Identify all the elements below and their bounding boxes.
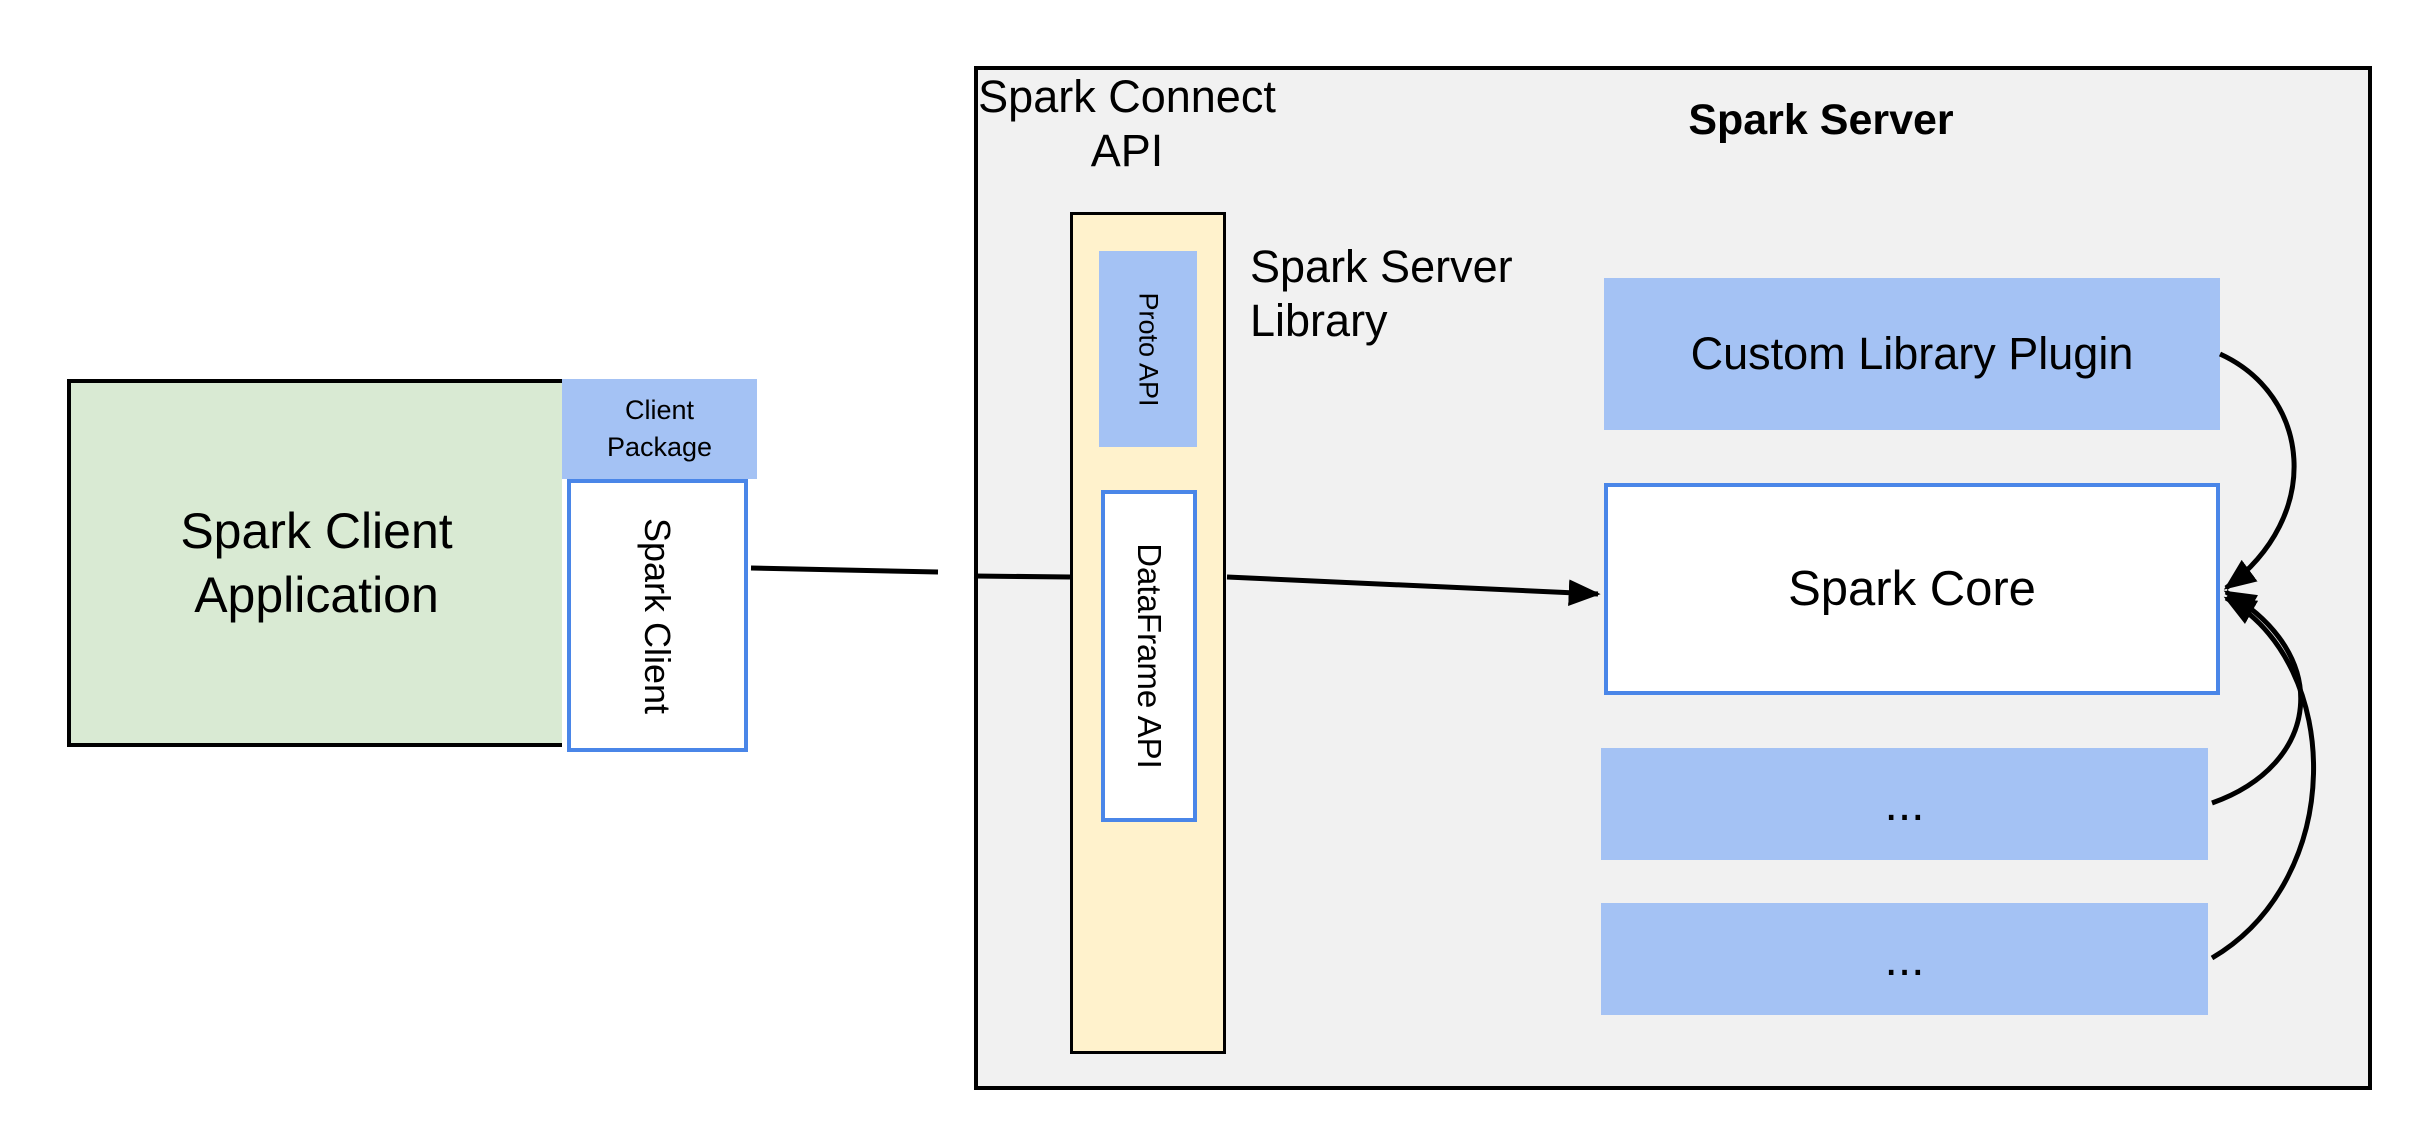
spark-server-library-label: Spark Server Library <box>1250 240 1670 348</box>
spark-connect-api-title-line1: Spark Connect <box>978 71 1276 122</box>
spark-client-box: Spark Client <box>567 479 748 752</box>
client-package-label-line2: Package <box>606 432 713 462</box>
spark-connect-api-title: Spark Connect API <box>952 70 1302 178</box>
spark-client-application-box: Spark Client Application <box>67 379 562 747</box>
proto-api-label: Proto API <box>1133 291 1164 407</box>
custom-library-plugin-box: Custom Library Plugin <box>1604 278 2220 430</box>
spark-core-label: Spark Core <box>1788 562 2036 616</box>
client-package-label-line1: Client <box>624 395 695 425</box>
dataframe-api-label: DataFrame API <box>1131 543 1168 769</box>
spark-server-library-label-line1: Spark Server <box>1250 241 1513 292</box>
spark-client-application-label-line1: Spark Client <box>180 503 453 559</box>
dataframe-api-box: DataFrame API <box>1101 490 1197 822</box>
ellipsis-label-2: ... <box>1884 932 1925 986</box>
client-to-connect-line-segment-1 <box>750 565 939 575</box>
ellipsis-label-1: ... <box>1884 777 1925 831</box>
spark-core-box: Spark Core <box>1604 483 2220 695</box>
spark-connect-api-title-line2: API <box>1090 125 1164 176</box>
custom-library-plugin-label: Custom Library Plugin <box>1690 328 2134 379</box>
spark-server-title: Spark Server <box>1688 96 1954 144</box>
ellipsis-box-2: ... <box>1601 903 2208 1015</box>
proto-api-box: Proto API <box>1099 251 1197 447</box>
client-package-box: Client Package <box>562 379 757 479</box>
spark-client-application-label-line2: Application <box>194 567 439 623</box>
spark-server-library-label-line2: Library <box>1250 295 1388 346</box>
ellipsis-box-1: ... <box>1601 748 2208 860</box>
spark-client-label: Spark Client <box>637 517 679 714</box>
